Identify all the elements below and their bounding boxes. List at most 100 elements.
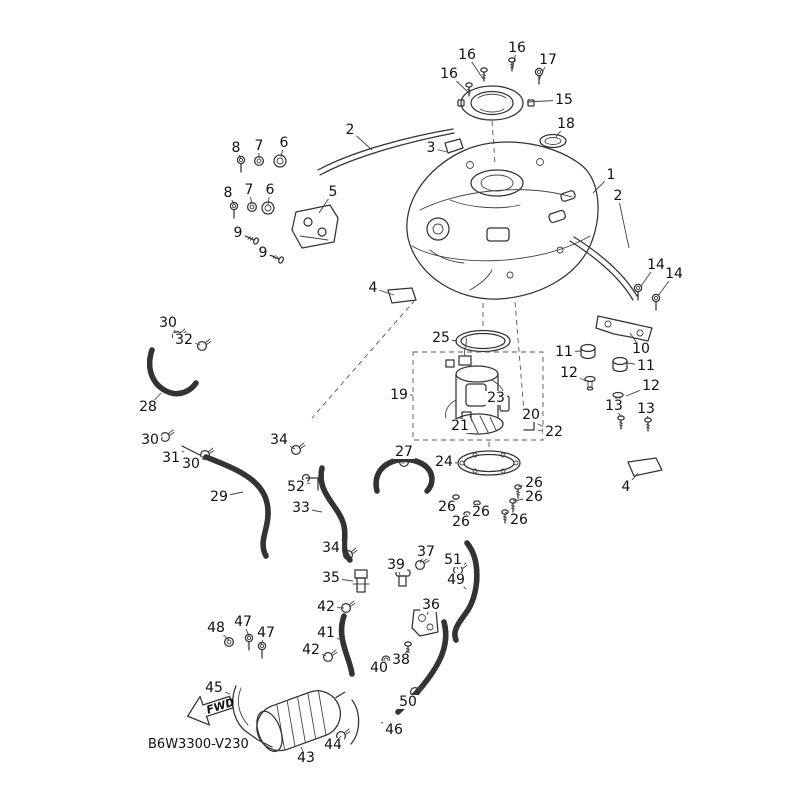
- callout-label: 7: [242, 182, 256, 198]
- clamp-30b: [159, 429, 175, 443]
- hose-49: [455, 540, 477, 643]
- callout-label: 13: [635, 401, 657, 417]
- strap-46: [350, 699, 360, 745]
- bolt-47a: [244, 633, 254, 651]
- joint-35: [352, 569, 370, 593]
- callout-label: 46: [383, 722, 405, 738]
- callout-label: 36: [420, 597, 442, 613]
- callout-label: 42: [315, 599, 337, 615]
- callout-label: 21: [449, 418, 471, 434]
- callout-label: 10: [630, 341, 652, 357]
- callout-label: 47: [255, 625, 277, 641]
- callout-label: 18: [555, 116, 577, 132]
- fuel-tank: [406, 141, 599, 300]
- callout-label: 14: [645, 257, 667, 273]
- callout-label: 1: [604, 167, 618, 183]
- callout-label: 52: [285, 479, 307, 495]
- bolt-14b: [651, 293, 661, 311]
- leader-lines: [147, 47, 675, 759]
- grommet-11b: [612, 356, 628, 373]
- drain-hose-29: [203, 454, 268, 559]
- callout-label: 44: [322, 737, 344, 753]
- callout-label: 11: [635, 358, 657, 374]
- pump-plate-24: [457, 450, 521, 476]
- callout-label: 8: [229, 140, 243, 156]
- callout-label: 3: [424, 140, 438, 156]
- callout-label: 7: [252, 138, 266, 154]
- callout-label: 26: [523, 475, 545, 491]
- breather-hose-28: [150, 347, 199, 394]
- callout-label: 31: [160, 450, 182, 466]
- callout-label: 9: [256, 245, 270, 261]
- callout-label: 42: [300, 642, 322, 658]
- callout-label: 19: [388, 387, 410, 403]
- bolt-washer-set-upper: [236, 154, 287, 173]
- callout-label: 32: [173, 332, 195, 348]
- callout-label: 40: [368, 660, 390, 676]
- callout-label: 25: [430, 330, 452, 346]
- callout-label: 22: [543, 424, 565, 440]
- fuel-cap-assembly: [457, 57, 544, 164]
- callout-label: 4: [619, 479, 633, 495]
- tank-pad-18: [539, 133, 567, 149]
- callout-label: 26: [436, 499, 458, 515]
- bolt-47b: [257, 641, 267, 659]
- callout-label: 23: [485, 390, 507, 406]
- bolt-14a: [633, 283, 643, 301]
- diagram-code: B6W3300-V230: [148, 737, 249, 752]
- mount-bracket-5: [291, 204, 339, 249]
- callout-label: 30: [180, 456, 202, 472]
- callout-label: 26: [450, 514, 472, 530]
- callout-label: 12: [558, 365, 580, 381]
- callout-label: 50: [397, 694, 419, 710]
- callout-label: 26: [508, 512, 530, 528]
- callout-label: 13: [603, 398, 625, 414]
- bolt-washer-set-lower: [229, 201, 275, 219]
- callout-label: 2: [611, 188, 625, 204]
- screw-13a: [617, 415, 625, 430]
- fwd-label: FWD: [205, 695, 236, 716]
- nut-48: [223, 636, 235, 648]
- damper-bracket-10: [595, 315, 653, 342]
- callout-label: 34: [320, 540, 342, 556]
- callout-label: 9: [231, 225, 245, 241]
- callout-label: 38: [390, 652, 412, 668]
- callout-label: 14: [663, 266, 685, 282]
- damper-12a: [584, 375, 596, 391]
- callout-label: 6: [277, 135, 291, 151]
- pad-4-right: [627, 457, 663, 477]
- callout-label: 17: [537, 52, 559, 68]
- callout-label: 5: [326, 184, 340, 200]
- alignment-guides: [311, 299, 525, 450]
- callout-label: 2: [343, 122, 357, 138]
- callout-label: 27: [393, 444, 415, 460]
- callout-label: 30: [157, 315, 179, 331]
- callout-label: 43: [295, 750, 317, 766]
- callout-label: 15: [553, 92, 575, 108]
- callout-label: 20: [520, 407, 542, 423]
- callout-label: 34: [268, 432, 290, 448]
- fuel-pump-assembly: [412, 337, 547, 441]
- callout-label: 37: [415, 544, 437, 560]
- trim-strip-left: [317, 128, 455, 176]
- callout-label: 51: [442, 552, 464, 568]
- callout-label: 30: [139, 432, 161, 448]
- clamp-42a: [340, 600, 356, 614]
- hose-41: [342, 613, 355, 677]
- bracket-36: [411, 609, 439, 637]
- callout-label: 4: [366, 280, 380, 296]
- hose-27: [376, 454, 432, 494]
- callout-label: 6: [263, 182, 277, 198]
- callout-label: 28: [137, 399, 159, 415]
- callout-label: 29: [208, 489, 230, 505]
- callout-label: 26: [523, 489, 545, 505]
- callout-label: 48: [205, 620, 227, 636]
- callout-label: 16: [438, 66, 460, 82]
- emblem-3: [444, 138, 464, 154]
- callout-label: 47: [232, 614, 254, 630]
- callout-label: 41: [315, 625, 337, 641]
- pipe-31: [181, 445, 201, 456]
- grommet-11a: [580, 343, 596, 360]
- callout-label: 16: [456, 47, 478, 63]
